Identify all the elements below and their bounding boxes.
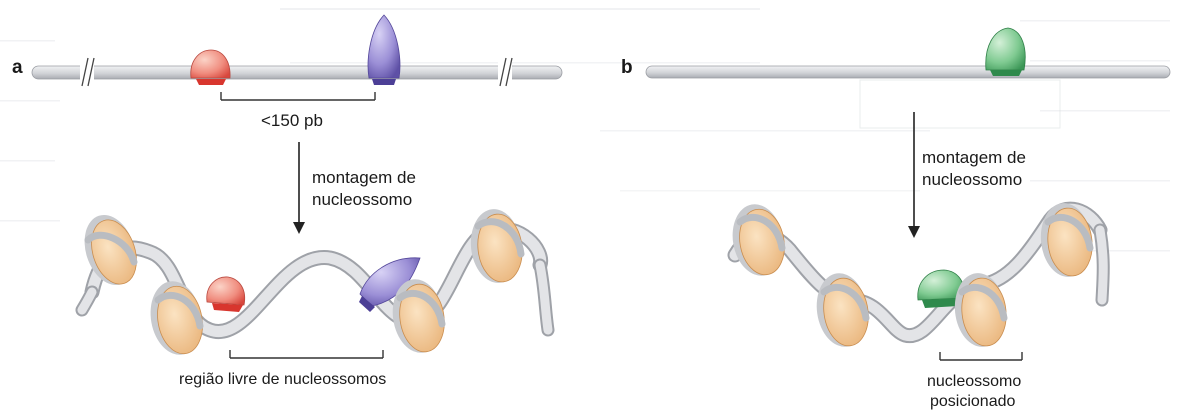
- arrow-label-b-line2: nucleossomo: [922, 170, 1022, 189]
- distance-bracket: [221, 92, 375, 100]
- nucleosome: [76, 208, 144, 291]
- arrow-label-a-line2: nucleossomo: [312, 190, 412, 209]
- distance-label: <150 pb: [261, 111, 323, 130]
- arrow-label-a-line1: montagem de: [312, 168, 416, 187]
- nfr-label: região livre de nucleossomos: [179, 371, 386, 388]
- arrow-label-b-line1: montagem de: [922, 148, 1026, 167]
- panel-a-label: a: [12, 57, 23, 78]
- nucleosome: [727, 200, 789, 280]
- green-binding-factor: [986, 28, 1025, 76]
- purple-binding-factor: [368, 15, 400, 85]
- dna-break-mark-right: [498, 58, 512, 86]
- positioned-label-line2: posicionado: [930, 393, 1016, 410]
- red-binding-factor: [191, 50, 230, 85]
- positioned-bracket: [940, 352, 1022, 360]
- bleed-through-box: [860, 80, 1060, 128]
- positioned-label-line1: nucleossomo: [927, 373, 1021, 390]
- nucleosome: [145, 277, 208, 359]
- dna-strand-b: [646, 66, 1170, 78]
- dna-break-mark-left: [80, 58, 94, 86]
- panel-b-label: b: [621, 57, 633, 78]
- red-binding-factor: [207, 277, 245, 312]
- assembly-arrow-a: [293, 142, 305, 234]
- panel-b: b montagem de nucleossomo: [621, 28, 1170, 410]
- panel-a: a: [12, 15, 562, 388]
- nfr-bracket: [230, 350, 383, 358]
- nucleosome: [467, 207, 525, 286]
